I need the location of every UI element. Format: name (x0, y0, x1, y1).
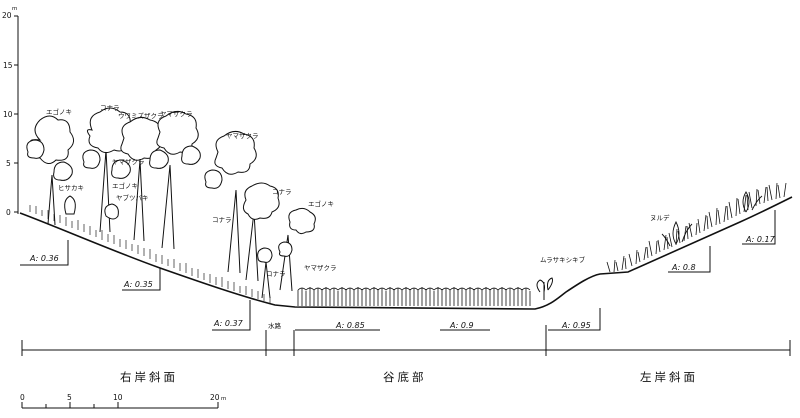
tree (242, 182, 280, 282)
gradient-label: A: 0.9 (449, 321, 474, 330)
gradient-label: A: 0.36 (29, 254, 59, 263)
plant-label: コナラ (212, 216, 232, 224)
tree (26, 115, 74, 226)
gradient-label: A: 0.17 (745, 235, 776, 244)
plant-label: コナラ (100, 104, 120, 112)
gradient-brackets (20, 210, 776, 345)
tree (257, 247, 273, 299)
scale-bar (21, 402, 219, 409)
valley-floor-reeds (297, 287, 531, 306)
plant-label: ヌルデ (650, 213, 670, 222)
scale-tick-label: 5 (67, 393, 72, 402)
gradient-label: A: 0.37 (213, 319, 244, 328)
scale-tick-label: 20 (210, 393, 220, 402)
section-label-valley-floor: 谷底部 (383, 370, 427, 384)
height-axis (14, 15, 19, 214)
scale-tick-label: 10 (113, 393, 123, 402)
tree (204, 130, 257, 274)
ground-vegetation-hatching (29, 205, 271, 303)
plant-label: ヤマザクラ (304, 264, 337, 272)
shrub (661, 191, 763, 247)
tree (120, 116, 169, 242)
tree (82, 107, 134, 233)
section-label-left-bank: 左岸斜面 (640, 370, 698, 384)
plant-label: ヤマザクラ (160, 110, 193, 118)
plant-label: エゴノキ (308, 199, 334, 208)
scale-tick-label: 0 (20, 393, 25, 402)
gradient-label: A: 0.8 (671, 263, 696, 272)
plant-label: コナラ (272, 188, 292, 196)
left-bank-grasses (606, 182, 787, 273)
ground-profile (19, 196, 793, 310)
gradient-label: A: 0.85 (335, 321, 365, 330)
section-dimension-line (21, 325, 791, 356)
gradient-label: A: 0.35 (123, 280, 153, 289)
height-axis-unit: m (12, 6, 17, 12)
plant-label: ヒサカキ (58, 184, 84, 192)
shrub (64, 195, 553, 300)
tree (156, 110, 201, 250)
waterway-label: 水路 (268, 321, 282, 330)
height-tick-label: 10 (3, 110, 13, 119)
plant-label: ヤマザクラ (226, 132, 259, 140)
tree (278, 207, 316, 292)
scale-unit: m (221, 396, 226, 402)
plant-label: ムラサキシキブ (540, 255, 586, 264)
plant-label: ヤブツバキ (116, 193, 149, 202)
gradient-label: A: 0.95 (561, 321, 591, 330)
plant-label: ウワミズザクラ (118, 111, 164, 120)
plant-label: エゴノキ (46, 107, 72, 116)
plant-label: コナラ (266, 270, 286, 278)
plant-label: ヤマザクラ (112, 158, 145, 166)
section-label-right-bank: 右岸斜面 (120, 370, 178, 384)
plant-label: エゴノキ (112, 181, 138, 190)
height-tick-label: 5 (6, 159, 11, 168)
height-tick-label: 0 (6, 208, 11, 217)
height-tick-label: 20 (2, 11, 12, 20)
height-tick-label: 15 (3, 61, 13, 70)
